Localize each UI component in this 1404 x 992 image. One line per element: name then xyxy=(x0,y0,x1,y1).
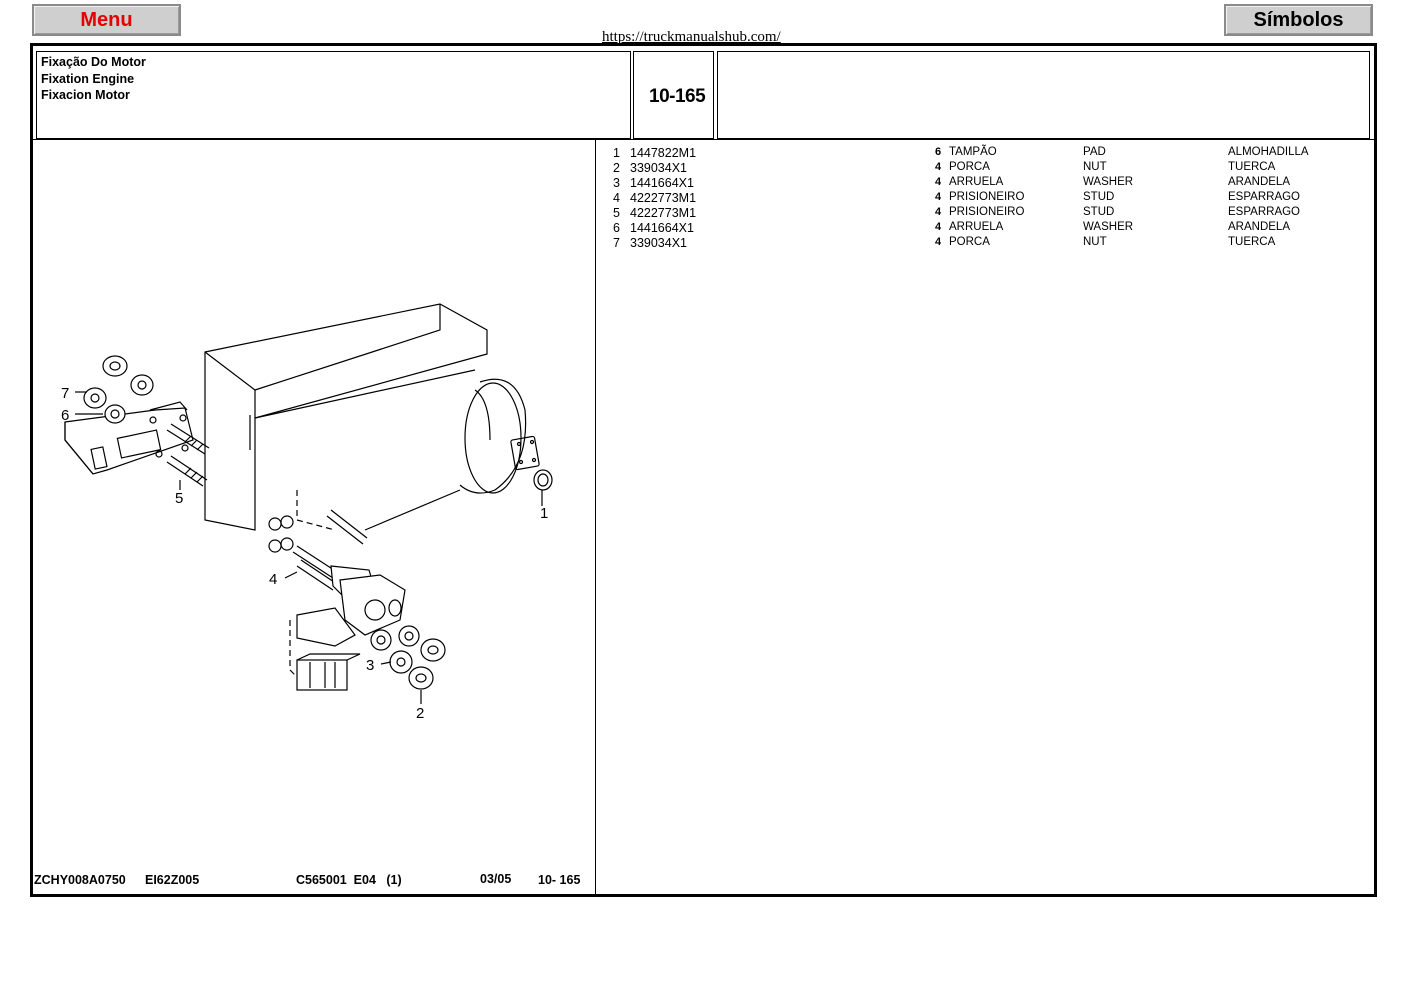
part-name-es: TUERCA xyxy=(1228,161,1276,173)
part-name-en: NUT xyxy=(1083,236,1107,248)
info-box xyxy=(717,51,1370,139)
page-number: 10‑165 xyxy=(649,86,706,107)
part-qty: 4 xyxy=(935,206,942,218)
part-index: 7 xyxy=(613,236,620,250)
divider-horizontal xyxy=(33,139,1374,140)
part-number: 1447822M1 xyxy=(630,146,697,160)
part-name-pt: PORCA xyxy=(949,236,990,248)
part-name-es: ARANDELA xyxy=(1228,221,1290,233)
exploded-parts-drawing: 1 2 3 4 5 6 7 xyxy=(61,303,553,722)
site-url-link[interactable]: https://truckmanualshub.com/ xyxy=(602,29,781,45)
part-qty: 4 xyxy=(935,236,942,248)
part-qty: 6 xyxy=(935,146,942,158)
title-pt: Fixação Do Motor xyxy=(41,55,146,69)
divider-vertical xyxy=(595,139,596,894)
part-name-en: WASHER xyxy=(1083,221,1134,233)
part-number: 339034X1 xyxy=(630,161,688,175)
menu-button[interactable]: Menu xyxy=(32,4,181,36)
page-number-box: 10‑165 xyxy=(633,51,714,139)
part-name-pt: PORCA xyxy=(949,161,990,173)
callout-6: 6 xyxy=(61,407,69,424)
part-name-es: ESPARRAGO xyxy=(1228,206,1300,218)
part-name-es: ARANDELA xyxy=(1228,176,1290,188)
part-name-pt: ARRUELA xyxy=(949,221,1004,233)
drawing-footer: ZCHY008A0750 EI62Z005 C565001 E04 (1) 03… xyxy=(34,872,594,891)
part-index: 3 xyxy=(613,176,620,190)
part-qty: 4 xyxy=(935,221,942,233)
callout-1: 1 xyxy=(540,505,548,522)
part-qty: 4 xyxy=(935,176,942,188)
part-name-es: TUERCA xyxy=(1228,236,1276,248)
symbols-button[interactable]: Símbolos xyxy=(1224,4,1373,36)
part-name-en: WASHER xyxy=(1083,176,1134,188)
part-number: 1441664X1 xyxy=(630,221,694,235)
part-index: 5 xyxy=(613,206,620,220)
part-name-pt: TAMPÃO xyxy=(949,146,997,158)
footer-drawing-code: ZCHY008A0750 xyxy=(34,873,126,887)
part-name-es: ALMOHADILLA xyxy=(1228,146,1309,158)
callout-4: 4 xyxy=(269,571,277,588)
callout-2: 2 xyxy=(416,705,424,722)
part-qty: 4 xyxy=(935,191,942,203)
footer-serial: C565001 E04 (1) xyxy=(296,873,402,887)
part-index: 2 xyxy=(613,161,620,175)
title-en: Fixation Engine xyxy=(41,71,135,86)
part-name-pt: PRISIONEIRO xyxy=(949,191,1025,203)
part-number: 4222773M1 xyxy=(630,206,697,220)
part-index: 6 xyxy=(613,221,620,235)
footer-ref-code: EI62Z005 xyxy=(145,873,200,887)
part-number: 4222773M1 xyxy=(630,191,697,205)
callout-3: 3 xyxy=(366,657,374,674)
part-qty: 4 xyxy=(935,161,942,173)
part-name-en: PAD xyxy=(1083,146,1106,158)
part-name-pt: ARRUELA xyxy=(949,176,1004,188)
part-index: 4 xyxy=(613,191,620,205)
part-name-pt: PRISIONEIRO xyxy=(949,206,1025,218)
callout-7: 7 xyxy=(61,385,69,402)
part-name-en: NUT xyxy=(1083,161,1107,173)
part-name-en: STUD xyxy=(1083,191,1115,203)
title-box: Fixação Do Motor Fixation Engine Fixacio… xyxy=(36,51,631,139)
page-frame xyxy=(30,43,1377,897)
part-name-en: STUD xyxy=(1083,206,1115,218)
callout-5: 5 xyxy=(175,490,183,507)
footer-date: 03/05 xyxy=(480,872,512,886)
part-name-es: ESPARRAGO xyxy=(1228,191,1300,203)
part-number: 339034X1 xyxy=(630,236,688,250)
part-number: 1441664X1 xyxy=(630,176,694,190)
title-es: Fixacion Motor xyxy=(41,88,130,102)
footer-page: 10- 165 xyxy=(538,873,581,887)
part-index: 1 xyxy=(613,146,620,160)
